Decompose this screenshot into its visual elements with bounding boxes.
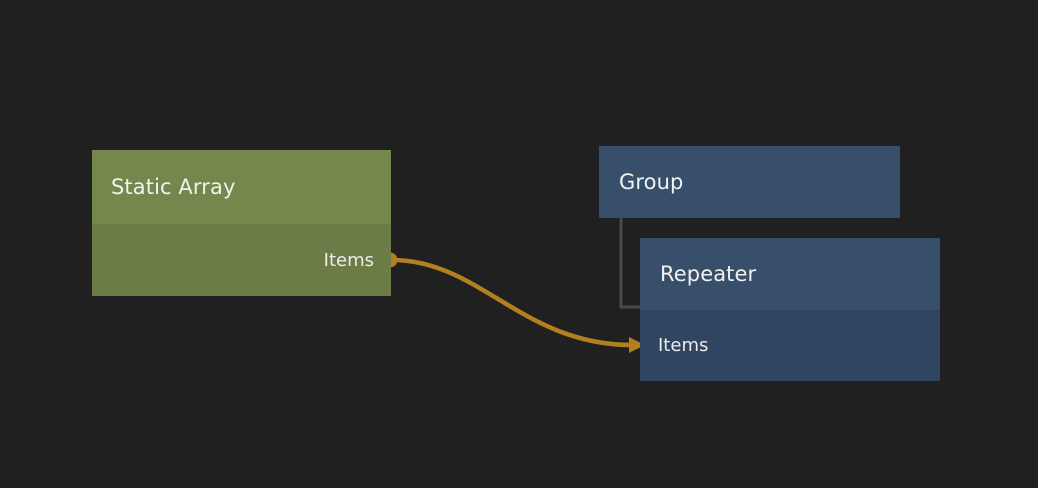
connection-curve	[389, 257, 635, 348]
port-row-items-input[interactable]: Items	[640, 310, 940, 381]
node-group[interactable]: Group	[599, 146, 900, 218]
node-header-group[interactable]: Group	[599, 146, 900, 218]
port-label-items-output: Items	[323, 249, 374, 271]
node-repeater[interactable]: Repeater Items	[640, 238, 940, 381]
node-title-group: Group	[619, 170, 684, 194]
port-label-items-input: Items	[658, 335, 709, 356]
node-title-repeater: Repeater	[660, 262, 757, 286]
node-static-array[interactable]: Static Array Items	[92, 150, 391, 296]
port-row-items-output[interactable]: Items	[92, 224, 391, 296]
node-header-static-array[interactable]: Static Array	[92, 150, 391, 224]
node-body-repeater: Items	[640, 310, 940, 381]
node-header-repeater[interactable]: Repeater	[640, 238, 940, 310]
node-body-static-array: Items	[92, 224, 391, 296]
node-title-static-array: Static Array	[111, 175, 236, 199]
